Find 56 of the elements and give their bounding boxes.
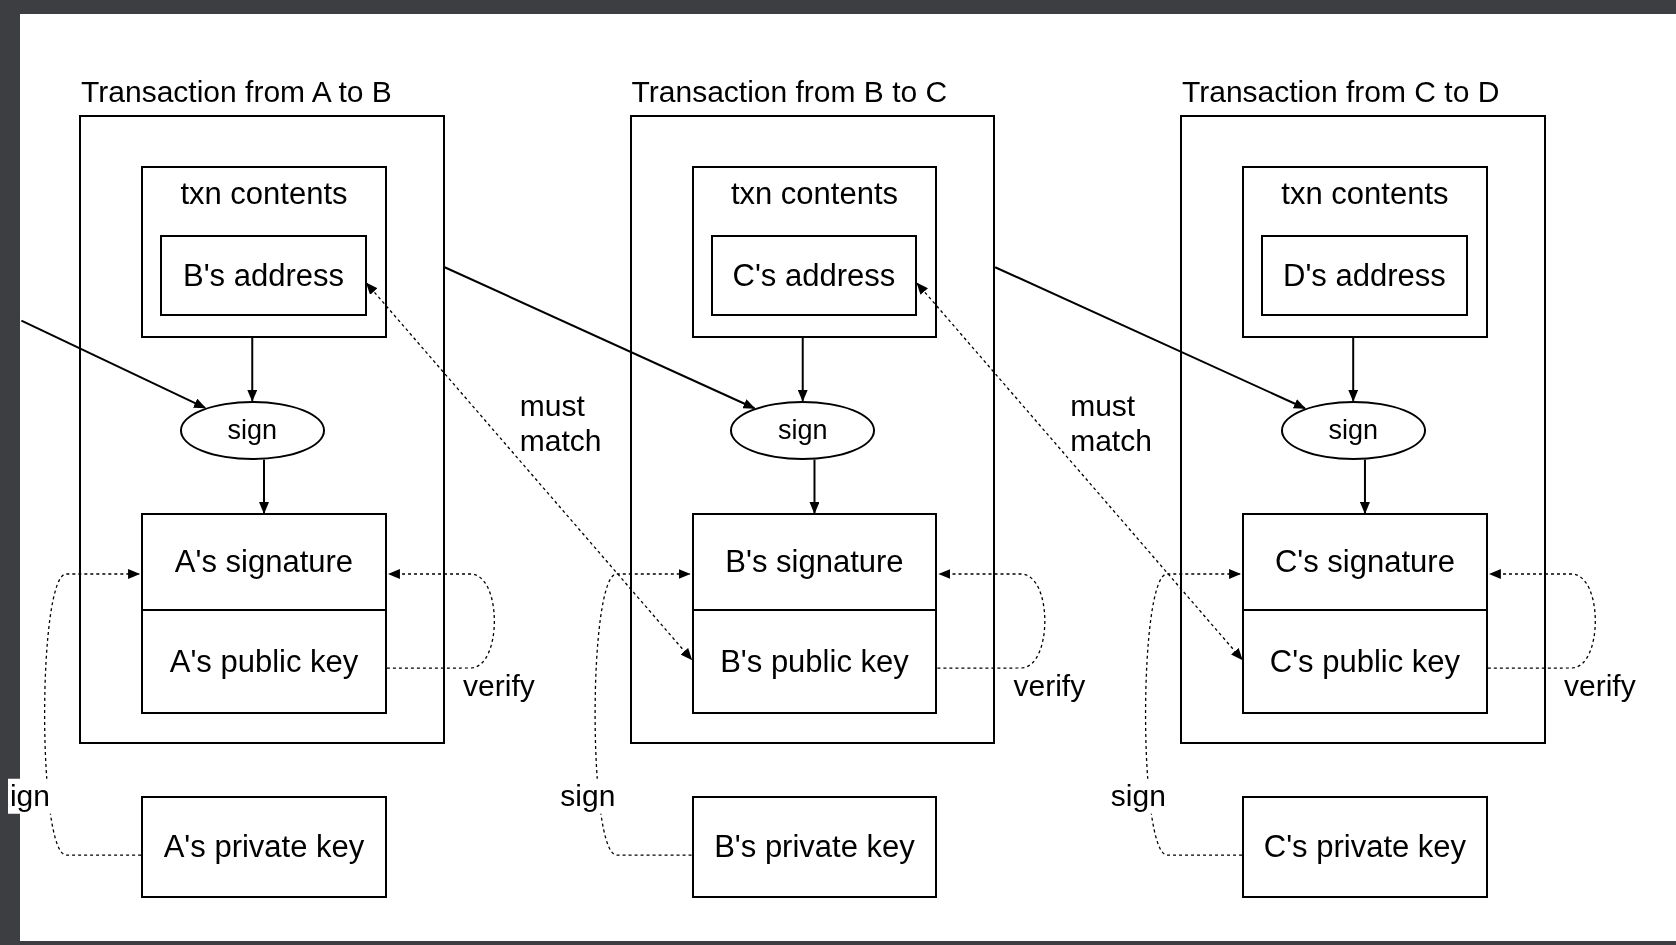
box-label: B's private key bbox=[714, 829, 915, 865]
sign-ellipse bbox=[179, 400, 325, 460]
box-label: C's public key bbox=[1269, 643, 1461, 680]
signature-box bbox=[1242, 513, 1488, 612]
private-key-box bbox=[1242, 796, 1488, 898]
transaction-title: Transaction from A to B bbox=[81, 75, 392, 110]
box-label: A's signature bbox=[174, 544, 354, 581]
box-label: txn contents bbox=[730, 175, 899, 212]
address-box bbox=[710, 235, 918, 317]
public-key-box bbox=[1242, 609, 1488, 714]
address-box bbox=[160, 235, 367, 317]
dotted-arrow bbox=[936, 569, 1046, 669]
box-label: C's address bbox=[732, 257, 896, 294]
box-label: sign bbox=[777, 414, 828, 446]
box-label: B's address bbox=[182, 257, 344, 294]
arrow bbox=[797, 336, 808, 402]
dotted-arrow bbox=[916, 282, 1243, 661]
contents-box bbox=[141, 165, 387, 338]
box-label: txn contents bbox=[180, 175, 348, 212]
box-label: A's private key bbox=[163, 829, 365, 865]
dotted-arrow bbox=[365, 282, 693, 661]
arrow bbox=[994, 266, 1306, 410]
transaction-title: Transaction from C to D bbox=[1182, 75, 1500, 110]
transaction-title: Transaction from B to C bbox=[631, 75, 948, 110]
arrow bbox=[443, 266, 756, 410]
box-label: sign bbox=[227, 414, 277, 446]
dotted-arrow bbox=[44, 569, 142, 856]
private-key-box bbox=[691, 796, 938, 898]
box-label: txn contents bbox=[1281, 175, 1449, 212]
box-label: C's signature bbox=[1274, 544, 1455, 581]
signature-box bbox=[141, 513, 387, 612]
sign-ellipse bbox=[730, 400, 876, 460]
box-label: C's private key bbox=[1263, 829, 1467, 865]
sign-ellipse bbox=[1280, 400, 1426, 460]
signature-box bbox=[691, 513, 938, 612]
public-key-box bbox=[691, 609, 938, 714]
box-label: D's address bbox=[1283, 257, 1446, 294]
arrow bbox=[809, 458, 820, 515]
dotted-arrow bbox=[594, 569, 693, 856]
arrow bbox=[20, 319, 207, 409]
contents-box bbox=[1242, 165, 1488, 338]
arrow bbox=[1359, 458, 1370, 515]
box-label: sign bbox=[1328, 414, 1378, 446]
arrow bbox=[1348, 336, 1359, 402]
public-key-box bbox=[141, 609, 387, 714]
dotted-arrow bbox=[1487, 569, 1596, 669]
box-label: B's public key bbox=[720, 643, 909, 680]
arrow bbox=[259, 458, 269, 515]
arrow bbox=[247, 336, 258, 402]
contents-box bbox=[691, 165, 938, 338]
dotted-arrow bbox=[1144, 569, 1243, 856]
dotted-arrow bbox=[386, 569, 495, 669]
private-key-box bbox=[141, 796, 387, 898]
address-box bbox=[1261, 235, 1468, 317]
box-label: B's signature bbox=[725, 544, 904, 581]
box-label: A's public key bbox=[169, 643, 359, 680]
